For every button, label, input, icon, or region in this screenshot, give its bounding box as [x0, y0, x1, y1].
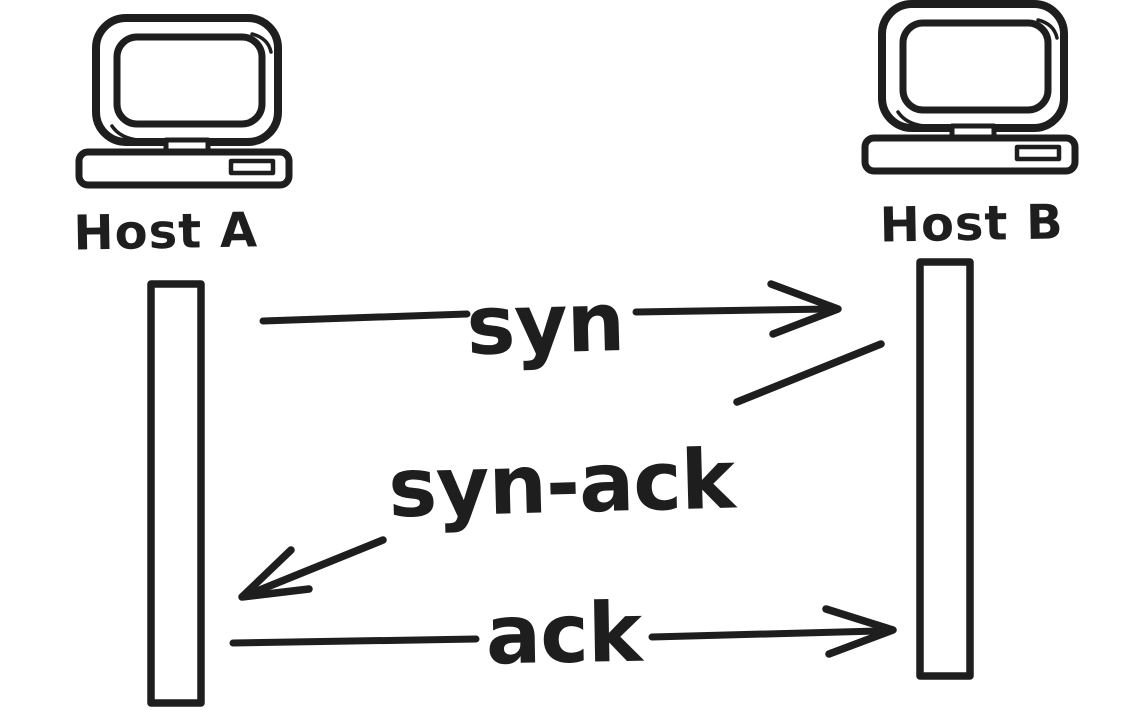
host-b-lifeline: [916, 258, 974, 680]
syn-ack-message-label: syn-ack: [387, 432, 739, 536]
syn-ack-arrow-line-lower: [241, 536, 387, 600]
host-a-label: Host A: [73, 202, 258, 261]
host-a-lifeline: [147, 280, 205, 707]
host-b: Host B: [865, 4, 1075, 680]
ack-arrowhead-right-icon: [822, 605, 897, 658]
ack-arrow-line-right: [648, 627, 882, 641]
syn-message-label: syn: [465, 275, 625, 374]
computer-icon: [865, 4, 1075, 171]
syn-arrow-line-right: [632, 305, 835, 316]
syn-arrowhead-right-icon: [767, 280, 842, 338]
ack-message: ack: [229, 586, 897, 684]
ack-message-label: ack: [485, 586, 646, 684]
syn-ack-message: syn-ack: [238, 340, 885, 601]
syn-message: syn: [259, 275, 842, 374]
ack-arrow-line-left: [229, 635, 480, 647]
syn-ack-arrow-line-upper: [733, 340, 885, 406]
computer-icon: [79, 18, 289, 185]
host-b-label: Host B: [879, 194, 1064, 253]
syn-ack-arrowhead-left-icon: [238, 546, 313, 601]
host-a: Host A: [73, 18, 289, 707]
syn-arrow-line-left: [259, 310, 471, 325]
